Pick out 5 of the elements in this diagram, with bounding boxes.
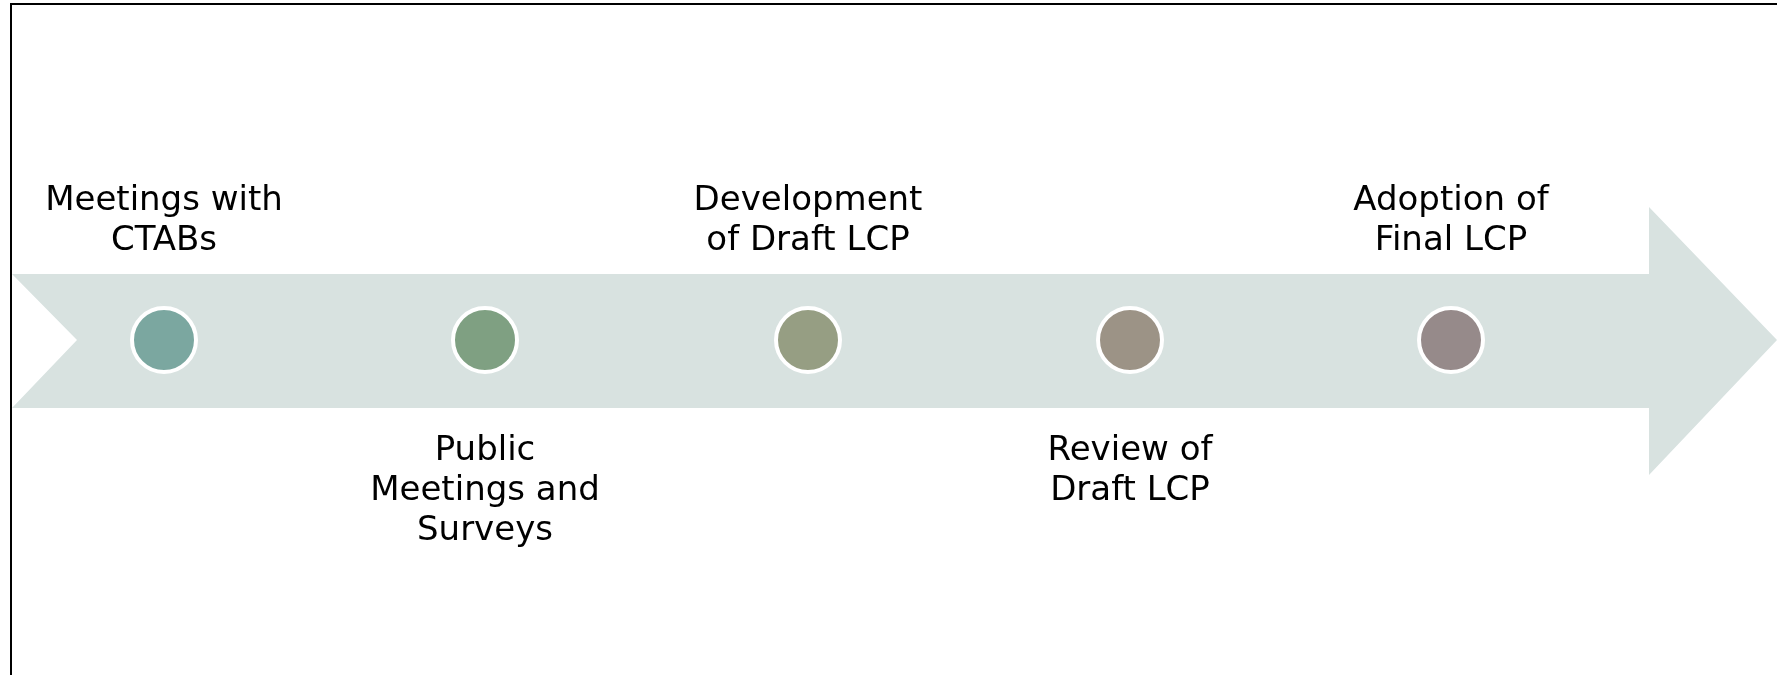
milestone-label: Review of Draft LCP <box>1046 428 1214 508</box>
milestone-label: Adoption of Final LCP <box>1352 178 1551 258</box>
milestone-label: Development of Draft LCP <box>692 178 924 258</box>
milestone-label: Meetings with CTABs <box>44 178 284 258</box>
milestone-label: Public Meetings and Surveys <box>369 428 601 548</box>
